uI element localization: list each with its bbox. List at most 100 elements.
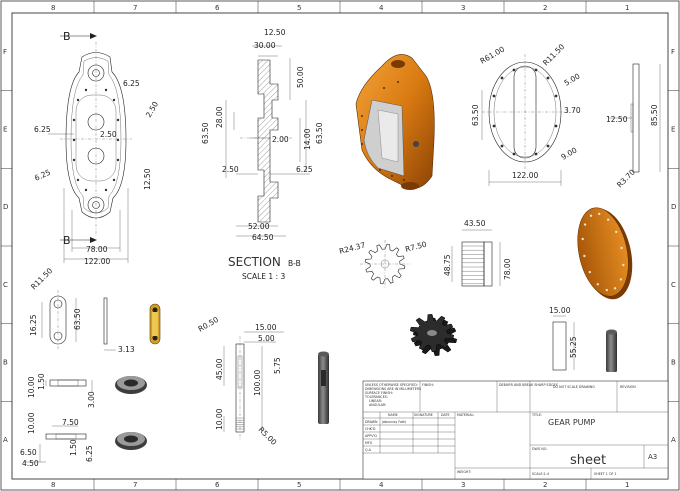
tb-drawn-by: Jabunnay Fathi — [381, 420, 406, 424]
zone-top-1: 1 — [625, 4, 629, 12]
section-scale: SCALE 1 : 3 — [242, 272, 285, 281]
tb-col-signature: SIGNATURE — [414, 413, 433, 417]
tb-deburr: DEBURR AND BREAK SHARP EDGES — [499, 383, 558, 387]
zone-left-C: C — [3, 281, 8, 289]
shaft-r0-50: R0.50 — [197, 315, 221, 334]
tb-row-drawn: DRAWN — [365, 420, 378, 424]
sec-12-50: 12.50 — [264, 28, 286, 37]
cover-bolt-hole — [619, 278, 623, 281]
zone-top-2: 2 — [543, 4, 547, 12]
gear-side-view: 43.50 48.75 78.00 — [443, 219, 512, 287]
shaft-5-75: 5.75 — [273, 357, 282, 374]
gear-r24-37: R24.37 — [338, 240, 366, 256]
zone-left-A: A — [3, 436, 8, 444]
cover-bolt-hole — [605, 288, 608, 292]
dim-6-25-left: 6.25 — [34, 125, 51, 134]
tb-note-0: UNLESS OTHERWISE SPECIFIED: — [365, 383, 418, 387]
pump-body-isometric — [355, 54, 435, 190]
wash2-4-50: 4.50 — [22, 459, 39, 468]
cut-label-bottom: B — [63, 234, 71, 247]
sec-52: 52.00 — [248, 222, 270, 231]
zone-bottom-2: 2 — [543, 481, 547, 489]
bushing-views-lower: 7.50 10.00 6.50 1.50 6.25 4.50 — [20, 412, 147, 468]
tb-dwg-no: sheet — [570, 453, 606, 468]
zone-right-B: B — [671, 359, 676, 367]
drive-shaft-views: R0.50 15.00 5.00 45.00 5.75 100.00 10.00… — [197, 315, 329, 447]
cov-3-70: 3.70 — [564, 106, 581, 115]
tb-row-appvd: APPV'D — [365, 434, 377, 438]
tb-sheet: SHEET 1 OF 1 — [594, 472, 617, 476]
cover-bolt-hole — [620, 246, 623, 250]
wash2-6-50: 6.50 — [20, 448, 37, 457]
bushing-views-upper: 1.50 10.00 3.00 — [27, 373, 147, 408]
tb-title: GEAR PUMP — [548, 418, 595, 427]
sec-2: 2.00 — [272, 135, 289, 144]
wash2-10: 10.00 — [27, 412, 36, 434]
dim-122: 122.00 — [84, 257, 110, 266]
zone-top-5: 5 — [297, 4, 301, 12]
cover-bolt-hole — [583, 223, 587, 226]
gear-r7-50: R7.50 — [404, 240, 428, 254]
sec-dia-14: 14.00 — [303, 128, 312, 150]
cov-r61: R61.00 — [479, 44, 507, 65]
cover-bolt-hole — [607, 218, 610, 221]
gear-48-75: 48.75 — [443, 254, 452, 276]
shaft-100: 100.00 — [253, 370, 262, 396]
zone-right-A: A — [671, 436, 676, 444]
side-85-50: 85.50 — [650, 104, 659, 126]
tb-note-2: SURFACE FINISH: — [365, 391, 393, 395]
link-3-13: 3.13 — [118, 345, 135, 354]
cut-label-top: B — [63, 30, 71, 43]
zone-left-B: B — [3, 359, 8, 367]
wash2-6-25: 6.25 — [85, 445, 94, 462]
sec-64-50: 64.50 — [252, 233, 274, 242]
tb-row-qa: Q.A — [365, 448, 372, 452]
cov-dia-9: 9.00 — [560, 145, 579, 161]
tb-finish: FINISH: — [422, 383, 434, 387]
tb-size: A3 — [648, 453, 657, 461]
pin-dia-15: 15.00 — [549, 306, 571, 315]
zone-right-D: D — [671, 203, 676, 211]
sec-63-50-left: 63.50 — [201, 122, 210, 144]
shaft-r5: R5.00 — [257, 425, 279, 447]
cover-bolt-hole — [583, 254, 586, 258]
cover-bolt-hole — [613, 287, 617, 290]
shaft-45: 45.00 — [215, 358, 224, 380]
dim-2-50-center: 2.50 — [100, 130, 117, 139]
link-r11-50: R11.50 — [29, 266, 54, 291]
dim-dia-12-50: 12.50 — [143, 168, 152, 190]
zone-top-3: 3 — [461, 4, 465, 12]
section-suffix: B-B — [288, 259, 301, 268]
tb-title-label: TITLE: — [531, 413, 542, 417]
zone-top-4: 4 — [379, 4, 384, 12]
cov-122: 122.00 — [512, 171, 538, 180]
cover-bolt-hole — [581, 237, 584, 241]
link-plate-views: R11.50 16.25 63.50 3.13 — [29, 266, 161, 354]
zone-top-7: 7 — [133, 4, 137, 12]
gear-isometric — [409, 314, 458, 356]
zone-right-E: E — [671, 126, 675, 134]
shaft-dia-15: 15.00 — [255, 323, 277, 332]
cov-63-50: 63.50 — [471, 104, 480, 126]
section-title: SECTION — [228, 255, 281, 269]
tb-note-1: DIMENSIONS ARE IN MILLIMETERS — [365, 387, 421, 391]
tb-note-5: ANGULAR: — [369, 403, 386, 407]
wash-10: 10.00 — [27, 376, 36, 398]
zone-bottom-6: 6 — [215, 481, 220, 489]
cover-side-view: 12.50 85.50 R3.70 — [606, 63, 661, 189]
pin-views: 15.00 55.25 — [549, 306, 617, 372]
zone-bottom-7: 7 — [133, 481, 137, 489]
sec-63-50-right: 63.50 — [315, 122, 324, 144]
zone-top-6: 6 — [215, 4, 220, 12]
link-63-50: 63.50 — [73, 308, 82, 330]
cover-bolt-hole — [588, 270, 591, 274]
sec-dia-50: 50.00 — [296, 66, 305, 88]
wash2-1-50: 1.50 — [69, 439, 78, 456]
cov-dia-5: 5.00 — [563, 71, 582, 87]
tb-weight: WEIGHT: — [457, 470, 471, 474]
tb-col-date: DATE — [441, 413, 450, 417]
wash-1-50: 1.50 — [37, 373, 46, 390]
zone-bottom-5: 5 — [297, 481, 301, 489]
zone-bottom-1: 1 — [625, 481, 629, 489]
pin-55-25: 55.25 — [569, 336, 578, 358]
